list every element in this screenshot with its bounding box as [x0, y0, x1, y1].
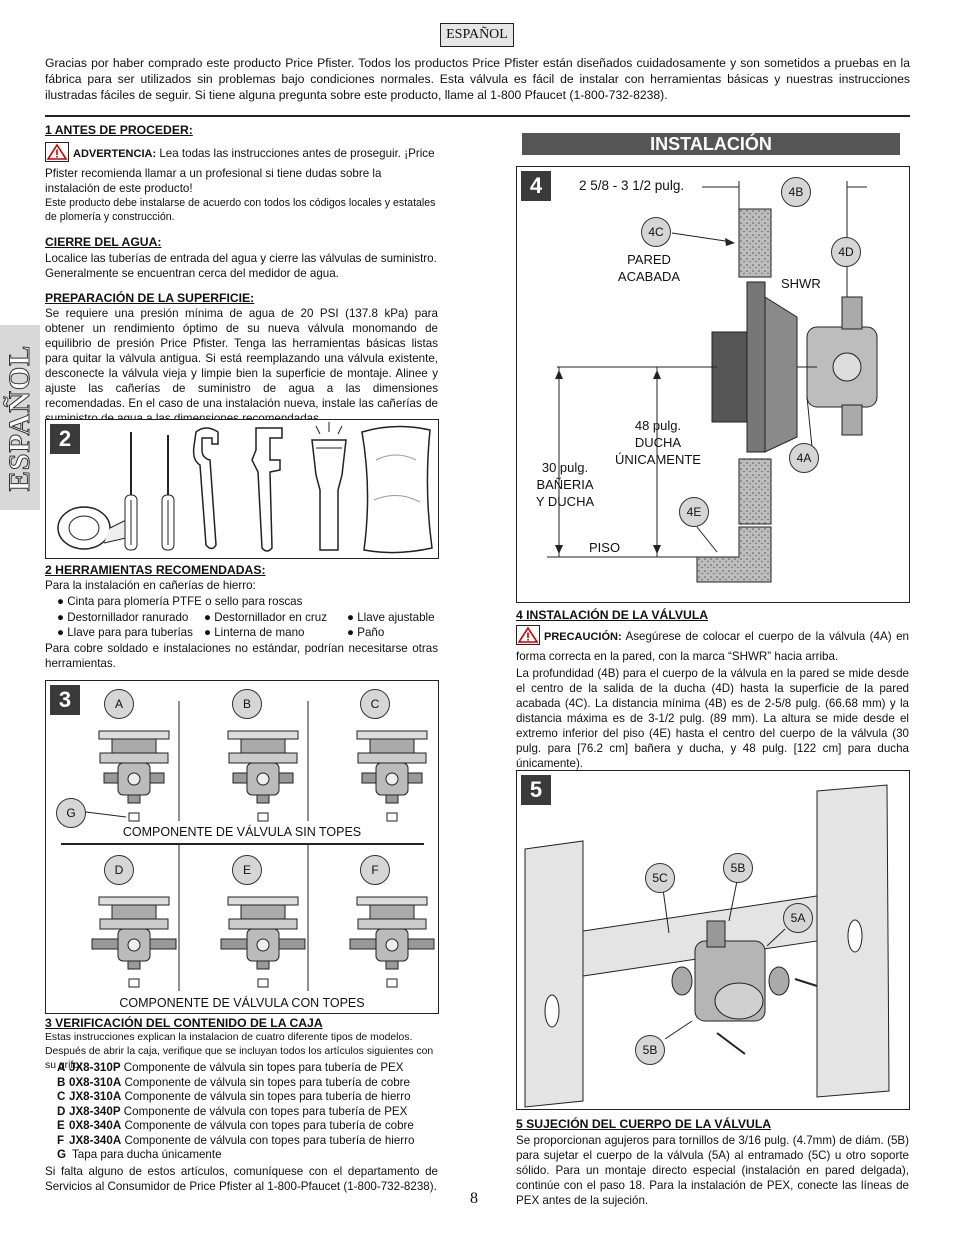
callout-4e: 4E	[679, 497, 709, 527]
side-tab-label: ESPAÑOL	[3, 344, 37, 491]
phillips-screwdriver-icon	[161, 435, 175, 551]
header-rule	[45, 115, 910, 117]
flashlight-icon	[311, 422, 347, 551]
section-5-title: 5 SUJECIÓN DEL CUERPO DE LA VÁLVULA	[516, 1117, 772, 1131]
step-3-number: 3	[50, 685, 80, 715]
shower-height-label: 48 pulg. DUCHA ÚNICAMENTE	[615, 418, 701, 467]
language-tag: ESPAÑOL	[440, 23, 514, 47]
section-1-title: 1 ANTES DE PROCEDER:	[45, 123, 193, 137]
valve-mounting-illustration	[524, 784, 890, 1108]
installation-header: INSTALACIÓN	[522, 133, 900, 155]
language-side-tab: ESPAÑOL	[0, 325, 40, 510]
caution-block: PRECAUCIÓN: Asegúrese de colocar el cuer…	[516, 625, 909, 664]
callout-4c: 4C	[641, 217, 671, 247]
callout-d: D	[104, 855, 134, 885]
tub-height-label: 30 pulg. BAÑERIA Y DUCHA	[535, 460, 595, 509]
valve-component-drawing	[349, 896, 435, 988]
tool-item: ● Linterna de mano	[204, 626, 305, 639]
tools-note: Para cobre soldado e instalaciones no es…	[45, 642, 438, 670]
caution-icon	[516, 625, 540, 649]
surface-prep-title: PREPARACIÓN DE LA SUPERFICIE:	[45, 291, 255, 305]
section-2-title: 2 HERRAMIENTAS RECOMENDADAS:	[45, 563, 266, 577]
intro-paragraph: Gracias por haber comprado este producto…	[45, 56, 910, 102]
tools-figure: 2	[45, 419, 439, 559]
valve-component-drawing	[227, 730, 299, 822]
depth-dimension-label: 2 5/8 - 3 1/2 pulg.	[579, 178, 685, 193]
water-shutoff-text: Localice las tuberías de entrada del agu…	[45, 252, 437, 280]
valve-component-drawing	[356, 730, 428, 822]
tool-item: ● Llave para para tuberías	[57, 626, 193, 639]
callout-5b-bottom: 5B	[635, 1035, 665, 1065]
tool-item: ● Cinta para plomería PTFE o sello para …	[57, 595, 303, 608]
water-shutoff-title: CIERRE DEL AGUA:	[45, 235, 162, 249]
surface-prep-text: Se requiere una presión mínima de agua d…	[45, 307, 438, 425]
step-5-number: 5	[521, 775, 551, 805]
step-4-number: 4	[521, 171, 551, 201]
valve-install-figure: 4	[516, 166, 910, 603]
callout-g-leader	[85, 811, 127, 818]
callout-4d: 4D	[831, 237, 861, 267]
slotted-screwdriver-icon	[124, 432, 138, 551]
callout-e: E	[232, 855, 262, 885]
depth-instructions: La profundidad (4B) para el cuerpo de la…	[516, 667, 909, 770]
pipe-wrench-icon	[251, 427, 283, 552]
warning-label: ADVERTENCIA:	[73, 148, 157, 161]
callout-4b: 4B	[781, 177, 811, 207]
warning-block: ADVERTENCIA: Lea todas las instrucciones…	[45, 142, 438, 196]
warning-text: Lea todas las instrucciones antes de pro…	[45, 147, 435, 195]
tools-subtitle: Para la instalación en cañerías de hierr…	[45, 579, 256, 592]
tool-item: ● Destornillador ranurado	[57, 611, 189, 624]
valve-component-drawing	[91, 896, 177, 988]
caption-with-stops: COMPONENTE DE VÁLVULA CON TOPES	[119, 996, 365, 1010]
tool-item: ● Destornillador en cruz	[204, 611, 327, 624]
callout-c: C	[360, 689, 390, 719]
valve-install-illustration	[547, 181, 878, 583]
shwr-label: SHWR	[781, 276, 821, 291]
tool-item: ● Paño	[347, 626, 385, 639]
warning-icon	[45, 142, 69, 166]
ptfe-tape-icon	[57, 506, 127, 550]
caption-without-stops: COMPONENTE DE VÁLVULA SIN TOPES	[122, 825, 362, 839]
rag-icon	[361, 425, 433, 554]
finished-wall-label: PARED ACABADA	[617, 252, 681, 284]
page-number: 8	[470, 1190, 478, 1207]
callout-a: A	[104, 689, 134, 719]
box-contents-footer: Si falta alguno de estos artículos, comu…	[45, 1165, 438, 1193]
callout-5a: 5A	[783, 903, 813, 933]
valve-components-illustration	[61, 701, 435, 991]
valve-component-drawing	[98, 730, 170, 822]
callout-5c: 5C	[645, 863, 675, 893]
tools-illustration	[57, 422, 433, 554]
callout-4a: 4A	[789, 443, 819, 473]
caution-label: PRECAUCIÓN:	[544, 631, 622, 644]
callout-5b-top: 5B	[723, 853, 753, 883]
tool-item: ● Llave ajustable	[347, 611, 435, 624]
callout-g: G	[56, 798, 86, 828]
section-4-title: 4 INSTALACIÓN DE LA VÁLVULA	[516, 608, 709, 622]
code-note: Este producto debe instalarse de acuerdo…	[45, 197, 436, 223]
adjustable-wrench-icon	[192, 427, 219, 550]
valve-component-drawing	[220, 896, 306, 988]
part-item: G Tapa para ducha únicamente	[57, 1148, 222, 1161]
valve-components-figure: 3 A B C D E F G COMPONENTE DE VÁLVULA SI…	[45, 680, 439, 1014]
callout-f: F	[360, 855, 390, 885]
callout-b: B	[232, 689, 262, 719]
mounting-instructions: Se proporcionan agujeros para tornillos …	[516, 1134, 909, 1207]
section-3-title: 3 VERIFICACIÓN DEL CONTENIDO DE LA CAJA	[45, 1016, 323, 1030]
box-contents-intro: Estas instrucciones explican la instalac…	[45, 1032, 434, 1071]
caution-text: Asegúrese de colocar el cuerpo de la vál…	[516, 630, 909, 663]
floor-label: PISO	[589, 540, 621, 555]
step-2-number: 2	[50, 424, 80, 454]
valve-mounting-figure: 5 5C 5B 5A 5B	[516, 770, 910, 1110]
